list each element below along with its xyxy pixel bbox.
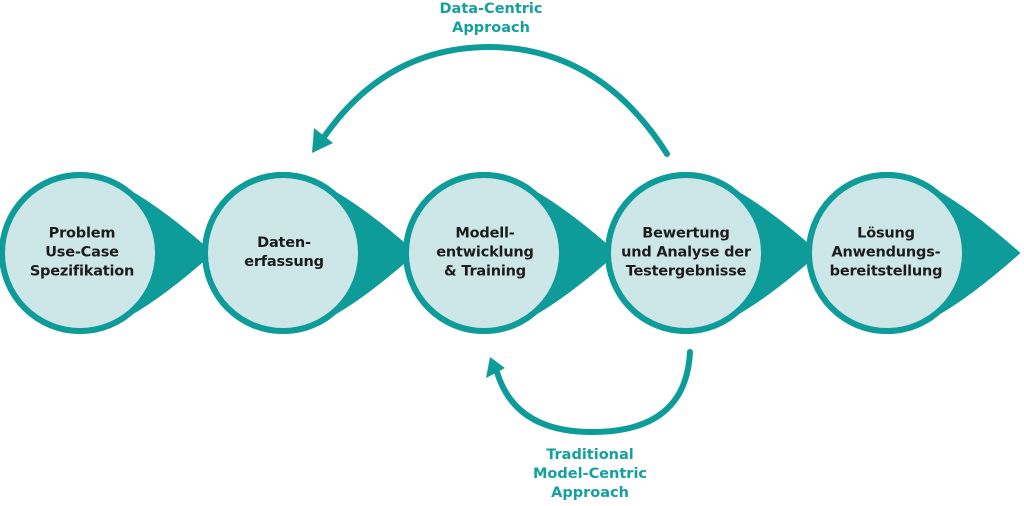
data-centric-arrow <box>319 43 670 157</box>
node-label-line: erfassung <box>244 254 324 270</box>
node-circle-ring <box>605 172 767 334</box>
node-circle-ring <box>403 172 565 334</box>
node-circle-fill <box>207 177 359 329</box>
node-label-line: Daten- <box>257 235 311 251</box>
node-circle-ring <box>0 172 161 334</box>
model-centric-label: Traditional Model-Centric Approach <box>533 446 647 503</box>
data-centric-label: Data-Centric Approach <box>439 0 542 38</box>
node-label-line: & Training <box>444 263 526 280</box>
loop-label-line: Approach <box>452 20 530 36</box>
node-circle-fill <box>408 177 560 329</box>
node-label-model-dev: Modell- entwicklung & Training <box>400 225 570 282</box>
node-label-deployment: Lösung Anwendungs- bereitstellung <box>801 225 971 282</box>
loop-label-line: Data-Centric <box>439 1 543 17</box>
node-label-data-collection: Daten- erfassung <box>199 234 369 272</box>
node-circle-fill <box>610 177 762 329</box>
node-label-line: Modell- <box>455 225 515 242</box>
node-label-line: Bewertung <box>642 225 730 242</box>
node-circle-fill <box>811 177 963 329</box>
loop-label-line: Model-Centric <box>532 466 648 482</box>
node-label-line: Testergebnisse <box>625 263 747 280</box>
node-label-line: Problem <box>48 225 116 242</box>
node-label-problem: Problem Use-Case Spezifikation <box>0 225 167 282</box>
node-label-line: bereitstellung <box>829 263 943 280</box>
node-label-line: Anwendungs- <box>831 244 941 261</box>
node-label-line: Lösung <box>857 225 915 242</box>
node-circle-ring <box>806 172 968 334</box>
node-circle-fill <box>4 177 156 329</box>
node-label-line: Spezifikation <box>29 263 135 280</box>
node-label-line: und Analyse der <box>621 244 751 261</box>
model-centric-arrow <box>494 349 693 436</box>
node-label-evaluation: Bewertung und Analyse der Testergebnisse <box>601 225 771 282</box>
node-circle-ring <box>202 172 364 334</box>
loop-label-line: Approach <box>551 485 629 501</box>
node-label-line: entwicklung <box>436 244 534 261</box>
node-label-line: Use-Case <box>45 244 119 261</box>
data-centric-arrowhead <box>312 128 333 153</box>
model-centric-arrowhead <box>486 357 505 378</box>
loop-label-line: Traditional <box>546 447 634 463</box>
